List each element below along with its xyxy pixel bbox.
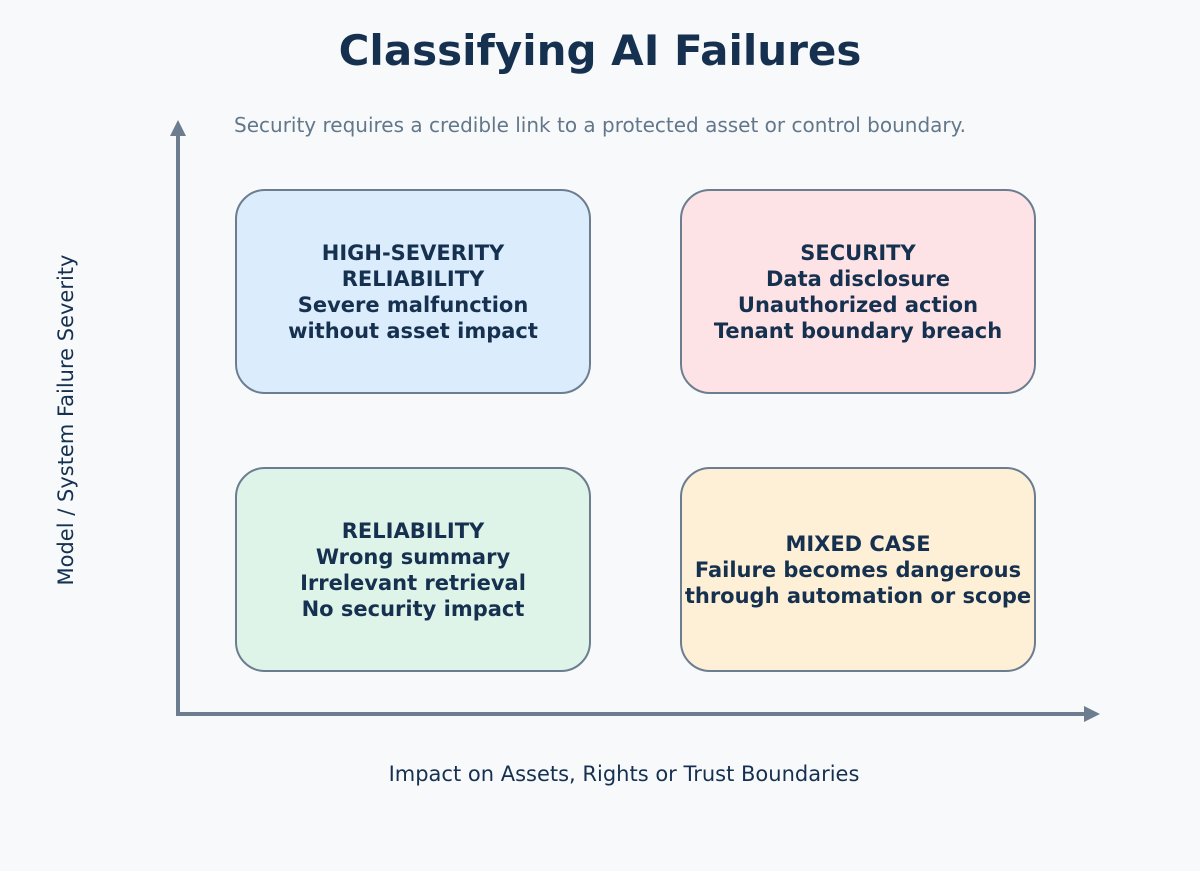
quadrant-line: No security impact xyxy=(301,596,525,621)
quadrant-line: Failure becomes dangerous xyxy=(694,557,1022,582)
quadrant-heading: RELIABILITY xyxy=(341,266,485,291)
x-axis-arrowhead xyxy=(1084,706,1100,722)
diagram-subtitle: Security requires a credible link to a p… xyxy=(234,113,966,137)
quadrant-line: Tenant boundary breach xyxy=(713,318,1003,343)
quadrant-line: Irrelevant retrieval xyxy=(300,570,526,595)
diagram-title: Classifying AI Failures xyxy=(338,26,862,75)
quadrant-line: through automation or scope xyxy=(684,583,1032,608)
quadrant-mixed-case: MIXED CASE Failure becomes dangerous thr… xyxy=(680,467,1036,672)
quadrant-heading: SECURITY xyxy=(800,240,916,265)
quadrant-heading: HIGH-SEVERITY xyxy=(321,240,505,265)
quadrant-reliability: RELIABILITY Wrong summary Irrelevant ret… xyxy=(235,467,591,672)
quadrant-line: without asset impact xyxy=(288,318,538,343)
y-axis-label: Model / System Failure Severity xyxy=(54,254,78,586)
quadrant-line: Unauthorized action xyxy=(737,292,979,317)
quadrant-high-severity-reliability: HIGH-SEVERITY RELIABILITY Severe malfunc… xyxy=(235,189,591,394)
quadrant-heading: MIXED CASE xyxy=(785,531,931,556)
quadrant-line: Severe malfunction xyxy=(297,292,529,317)
quadrant-heading: RELIABILITY xyxy=(341,518,485,543)
quadrant-security: SECURITY Data disclosure Unauthorized ac… xyxy=(680,189,1036,394)
y-axis-arrowhead xyxy=(170,120,186,136)
x-axis-label: Impact on Assets, Rights or Trust Bounda… xyxy=(388,762,860,786)
quadrant-line: Data disclosure xyxy=(766,266,950,291)
quadrant-line: Wrong summary xyxy=(315,544,511,569)
